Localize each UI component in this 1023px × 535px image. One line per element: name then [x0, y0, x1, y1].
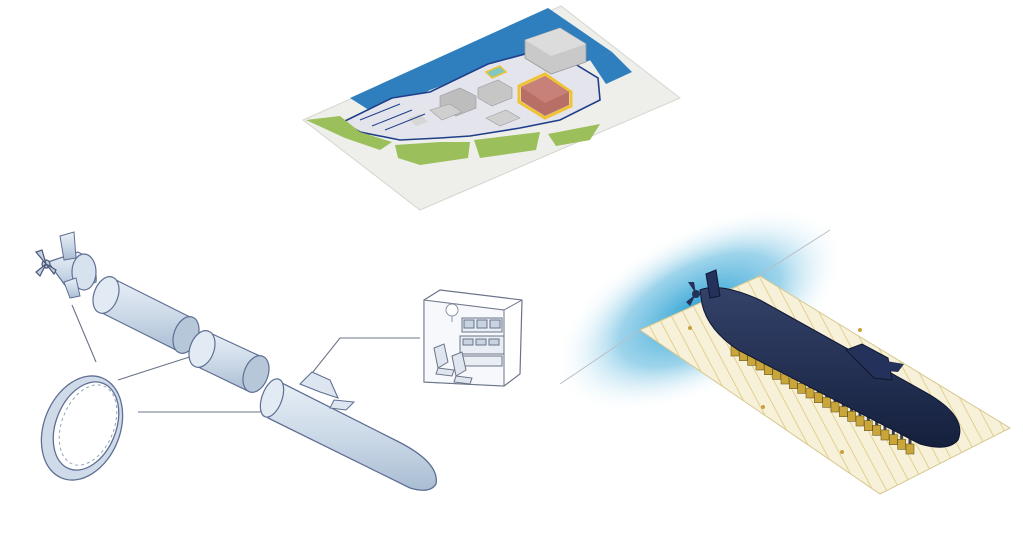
hull-section-1 [92, 276, 200, 354]
submarine-dock-scene [553, 206, 1012, 495]
cradle [905, 436, 915, 455]
propeller-icon [686, 282, 700, 306]
bow-section [259, 371, 437, 491]
hull-ring [40, 375, 124, 481]
cradle [889, 426, 898, 445]
map-slipways [359, 103, 426, 131]
propeller-icon [34, 249, 57, 278]
map-buildings [408, 27, 587, 127]
cradle [897, 431, 906, 450]
lightbulb-icon [445, 303, 459, 322]
hull-section-2 [188, 330, 270, 393]
submarine [686, 269, 961, 448]
shoreline [757, 229, 831, 277]
shipyard-map [302, 5, 681, 211]
cradle [880, 422, 890, 441]
exploded-hull-diagram [34, 231, 523, 491]
green-space-mid [474, 132, 540, 158]
seat-icon [433, 343, 473, 385]
highlighted-yard-marker [484, 65, 508, 79]
green-space-south [395, 142, 470, 165]
green-space-east [548, 124, 600, 146]
green-space-west [306, 116, 392, 150]
interior-cutaway [423, 289, 523, 387]
highlighted-building-outline [517, 72, 573, 120]
stern-section [34, 231, 97, 299]
sail-fin [299, 371, 340, 399]
map-water-east [590, 52, 632, 84]
control-console-icon [459, 317, 505, 367]
rudder [705, 269, 721, 299]
dock-edge [559, 329, 641, 385]
